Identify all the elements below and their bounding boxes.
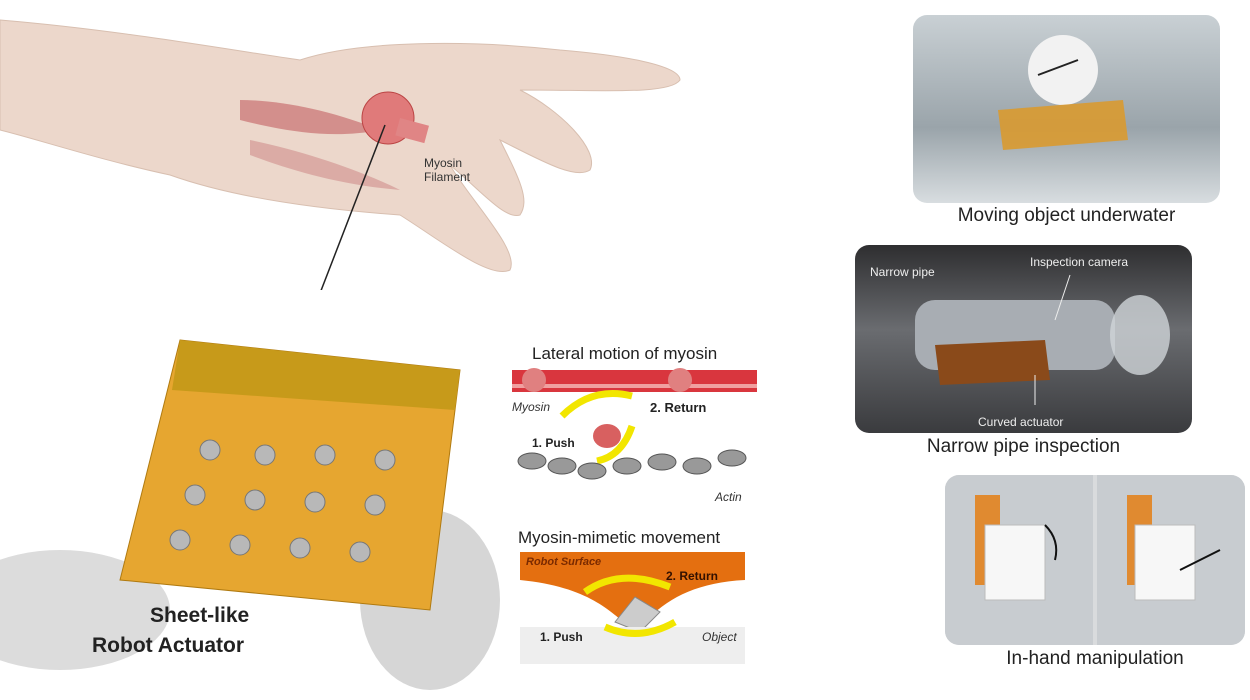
narrow-pipe-label: Narrow pipe (870, 265, 935, 279)
object-label: Object (702, 630, 737, 644)
pipe-caption: Narrow pipe inspection (926, 436, 1121, 457)
myosin-filament-label: Myosin Filament (424, 156, 471, 184)
lateral-motion-title: Lateral motion of myosin (532, 344, 718, 363)
underwater-photo (913, 15, 1220, 203)
mimetic-push-label: 1. Push (540, 630, 583, 644)
lateral-motion-diagram (512, 366, 757, 496)
underwater-caption: Moving object underwater (957, 205, 1176, 226)
inspection-camera-label: Inspection camera (1030, 255, 1129, 269)
lateral-push-label: 1. Push (532, 436, 575, 450)
robot-surface-label: Robot Surface (526, 556, 602, 568)
myosin-label: Myosin (512, 400, 551, 414)
actuator-title-line1: Sheet-like (150, 604, 250, 627)
actuator-title-line2: Robot Actuator (92, 634, 245, 657)
mimetic-diagram (520, 552, 745, 664)
manipulation-photo (945, 475, 1245, 645)
lateral-return-label: 2. Return (650, 400, 707, 415)
curved-actuator-label: Curved actuator (978, 415, 1064, 429)
hand-illustration (0, 0, 700, 290)
pipe-inspection-photo (855, 245, 1192, 433)
mimetic-title: Myosin-mimetic movement (518, 528, 721, 547)
actin-label: Actin (715, 490, 742, 504)
manipulation-caption: In-hand manipulation (1006, 648, 1184, 669)
mimetic-return-label: 2. Return (666, 569, 719, 583)
actuator-photo (0, 330, 500, 700)
